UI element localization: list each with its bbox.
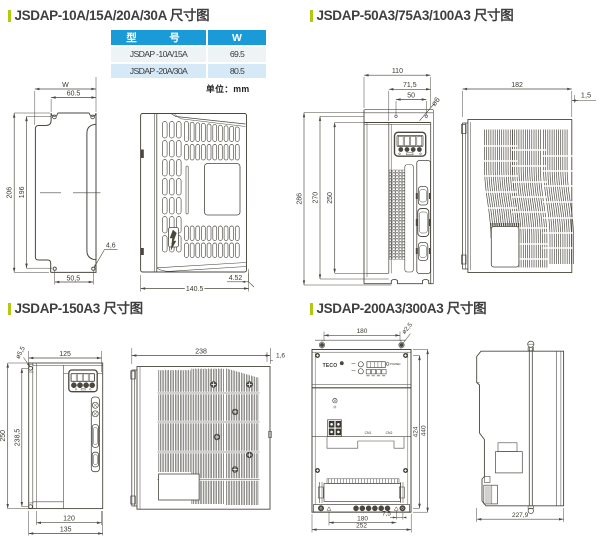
- svg-text:ø5,5: ø5,5: [15, 345, 27, 360]
- svg-text:250: 250: [0, 430, 7, 442]
- svg-text:50: 50: [407, 92, 415, 99]
- svg-text:440: 440: [420, 425, 427, 436]
- svg-text:270: 270: [313, 192, 320, 204]
- svg-text:W: W: [62, 82, 69, 89]
- svg-text:60.5: 60.5: [67, 90, 81, 97]
- svg-text:196: 196: [19, 186, 26, 198]
- svg-text:250: 250: [327, 192, 334, 204]
- svg-text:140.5: 140.5: [186, 286, 204, 293]
- svg-text:125: 125: [59, 351, 71, 358]
- svg-text:227,9: 227,9: [512, 512, 529, 519]
- svg-text:POWER: POWER: [390, 362, 401, 366]
- svg-text:4,6: 4,6: [106, 242, 116, 249]
- svg-text:4.52: 4.52: [229, 275, 243, 282]
- svg-text:7,5: 7,5: [382, 511, 391, 518]
- svg-text:1,6: 1,6: [276, 353, 285, 360]
- svg-text:180: 180: [357, 515, 368, 522]
- svg-text:206: 206: [7, 187, 14, 199]
- svg-text:252: 252: [356, 522, 367, 529]
- svg-text:110: 110: [392, 68, 403, 75]
- svg-text:CN2: CN2: [386, 431, 393, 435]
- svg-text:238: 238: [195, 348, 207, 355]
- svg-text:424: 424: [412, 426, 419, 437]
- svg-text:50,5: 50,5: [66, 276, 80, 283]
- svg-text:135: 135: [60, 526, 72, 533]
- svg-text:CN1: CN1: [365, 431, 372, 435]
- svg-text:ø2,5: ø2,5: [401, 321, 415, 335]
- svg-text:180: 180: [357, 328, 368, 335]
- svg-text:238,5: 238,5: [14, 429, 21, 447]
- svg-text:286: 286: [297, 193, 304, 205]
- svg-text:71,5: 71,5: [403, 82, 417, 89]
- svg-text:TECO: TECO: [323, 363, 338, 369]
- svg-text:182: 182: [511, 82, 523, 89]
- svg-text:1,5: 1,5: [581, 91, 591, 100]
- svg-text:ø6: ø6: [429, 95, 441, 107]
- svg-text:120: 120: [63, 516, 75, 523]
